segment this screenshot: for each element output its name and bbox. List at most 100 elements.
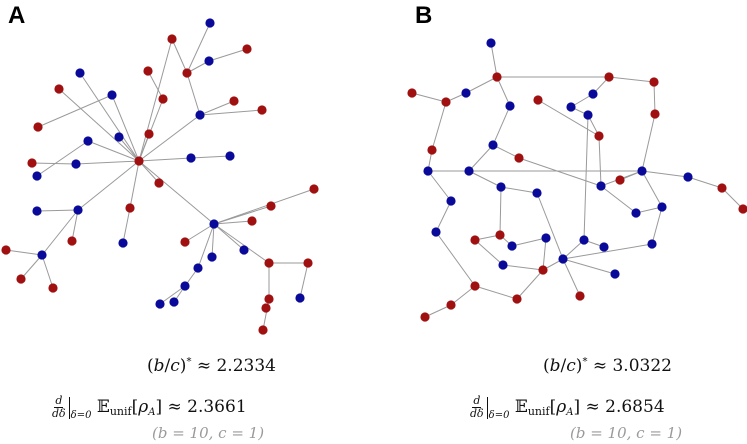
panel-a-node-red <box>247 216 257 226</box>
panel-a-edge <box>213 188 315 225</box>
panel-b-edge <box>490 42 498 78</box>
panel-a-node-blue <box>32 206 42 216</box>
panel-b-node-red <box>604 72 614 82</box>
panel-b-node-red <box>470 281 480 291</box>
panel-b-edge <box>537 99 600 137</box>
panel-a-node-red <box>144 129 154 139</box>
panel-a-edge <box>208 48 248 62</box>
panel-b-node-blue <box>488 140 498 150</box>
panel-a-node-blue <box>107 90 117 100</box>
panel-a-node-red <box>261 303 271 313</box>
panel-b-edge <box>562 239 585 260</box>
graph-nodes <box>1 18 747 335</box>
panel-a-node-blue <box>32 171 42 181</box>
panel-a-node-red <box>48 283 58 293</box>
panel-b-edge <box>502 264 544 271</box>
panel-a-node-red <box>143 66 153 76</box>
panel-a-node-blue <box>204 56 214 66</box>
panel-b-edge <box>465 76 498 94</box>
panel-a-edge <box>171 38 188 74</box>
panel-a-node-red <box>1 245 11 255</box>
panel-a-edge <box>111 94 140 162</box>
panel-a-fixation-derivative-value: ≈ 2.3661 <box>167 397 247 417</box>
panel-a-edge <box>31 162 77 165</box>
panel-a-edge <box>197 223 215 269</box>
panel-b-node-blue <box>505 101 515 111</box>
panel-b-edge <box>435 200 452 233</box>
panel-a-edge <box>138 160 215 225</box>
panel-a-node-blue <box>118 238 128 248</box>
panel-a-node-red <box>257 105 267 115</box>
panel-a-node-red <box>266 201 276 211</box>
panel-b-edge <box>641 113 656 172</box>
panel-b-node-red <box>427 145 437 155</box>
panel-a-node-blue <box>155 299 165 309</box>
panel-a-node-red <box>264 294 274 304</box>
panel-b-node-red <box>441 97 451 107</box>
panel-a-node-red <box>180 237 190 247</box>
panel-b-edge <box>562 258 581 297</box>
panel-b-node-red <box>512 294 522 304</box>
panel-a-node-red <box>33 122 43 132</box>
panel-b-node-red <box>649 77 659 87</box>
panel-a-edge <box>213 223 270 264</box>
panel-b-edge <box>542 237 547 271</box>
panel-b-node-red <box>470 235 480 245</box>
panel-a-edge <box>184 223 215 243</box>
panel-a-edge <box>41 209 79 256</box>
panel-b-edge <box>435 231 476 287</box>
panel-a-node-blue <box>180 281 190 291</box>
panel-b-node-red <box>615 175 625 185</box>
panel-b-edge <box>562 258 616 275</box>
panel-b-edge <box>641 170 663 208</box>
panel-a-edge <box>186 22 211 74</box>
panel-a-node-red <box>154 178 164 188</box>
panel-b-node-red <box>420 312 430 322</box>
panel-a-edge <box>190 155 231 159</box>
panel-a-edge <box>138 38 173 162</box>
panel-b-edge <box>583 114 589 241</box>
panel-a-node-red <box>54 84 64 94</box>
panel-b-node-blue <box>588 89 598 99</box>
panel-b-edge <box>474 239 504 266</box>
panel-a-edge <box>186 72 201 116</box>
panel-b-node-blue <box>498 260 508 270</box>
panel-b-node-red <box>407 88 417 98</box>
panel-a-edge <box>147 70 164 100</box>
panel-b-node-red <box>650 109 660 119</box>
panel-a-edge <box>41 254 54 289</box>
panel-b-edge <box>499 186 502 236</box>
panel-a-node-blue <box>295 293 305 303</box>
panel-b-node-blue <box>461 88 471 98</box>
panel-a-edge <box>138 157 192 162</box>
panel-a-edge <box>199 100 235 116</box>
panel-b-node-red <box>446 300 456 310</box>
panel-a-node-blue <box>239 245 249 255</box>
panel-b-node-blue <box>599 242 609 252</box>
panel-b-node-blue <box>464 166 474 176</box>
panel-b-edge <box>424 304 452 318</box>
panel-b-edge <box>492 144 520 159</box>
panel-b-edge <box>496 76 511 107</box>
panel-a-node-blue <box>73 205 83 215</box>
panel-b-critical-ratio-value: ≈ 3.0322 <box>592 356 672 376</box>
panel-b-node-red <box>533 95 543 105</box>
panel-b-node-red <box>738 204 747 214</box>
panel-a-label: A <box>8 2 26 29</box>
panel-a-node-blue <box>75 68 85 78</box>
panel-a-critical-ratio: (b/c)* ≈ 2.2334 <box>147 356 276 376</box>
panel-a-edge <box>75 160 140 165</box>
panel-b-node-blue <box>579 235 589 245</box>
panel-a-node-blue <box>186 153 196 163</box>
panel-a-edge <box>79 72 140 162</box>
panel-a-node-red <box>303 258 313 268</box>
panel-b-node-red <box>594 131 604 141</box>
panel-b-edge <box>431 101 447 151</box>
panel-a-edge <box>37 94 113 128</box>
panel-b-node-red <box>538 265 548 275</box>
panel-b-node-blue <box>647 239 657 249</box>
panel-a-node-red <box>229 96 239 106</box>
panel-a-node-blue <box>207 252 217 262</box>
panel-a-node-red <box>134 156 144 166</box>
